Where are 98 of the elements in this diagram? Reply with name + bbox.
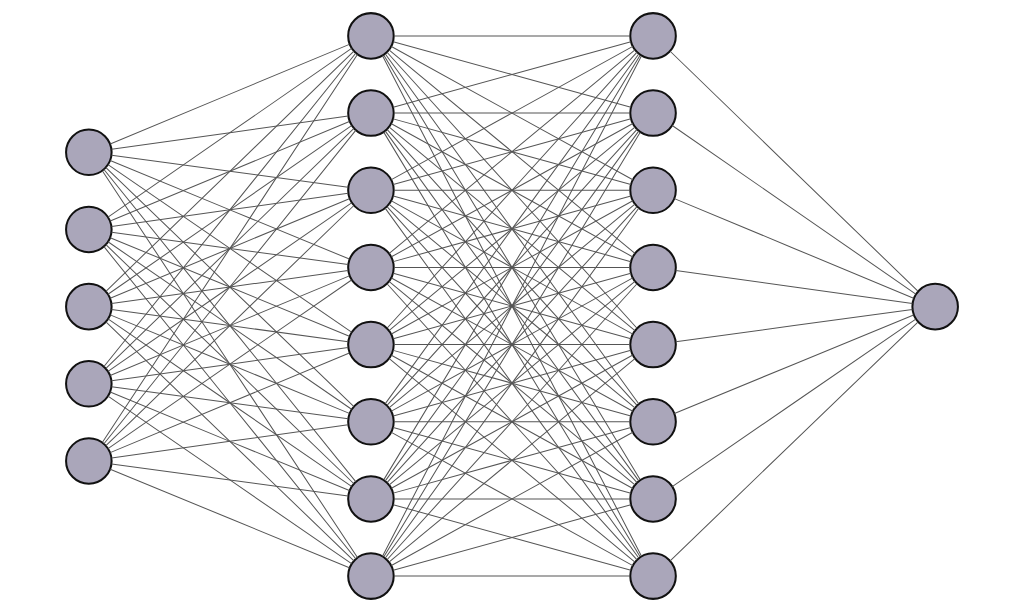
- connector: [107, 395, 353, 565]
- node-circle: [347, 166, 395, 215]
- connector: [392, 118, 632, 185]
- node-circle: [629, 475, 677, 523]
- node-circle: [347, 320, 395, 369]
- connector: [675, 309, 913, 343]
- connector: [388, 358, 636, 563]
- connector: [107, 318, 353, 487]
- connector: [103, 52, 357, 368]
- connector: [109, 352, 350, 454]
- connector: [111, 192, 349, 227]
- node-circle: [347, 243, 395, 292]
- connector: [107, 241, 353, 410]
- connector: [390, 277, 634, 412]
- connector: [671, 318, 917, 488]
- connector: [107, 125, 353, 295]
- connector: [111, 115, 349, 150]
- connector: [111, 347, 349, 382]
- connector: [109, 237, 350, 337]
- node-circle: [347, 552, 395, 600]
- node-circle: [65, 360, 113, 408]
- connector: [392, 504, 632, 571]
- connector: [390, 200, 634, 335]
- connector: [675, 269, 913, 305]
- connector: [109, 198, 350, 299]
- connector: [109, 43, 350, 145]
- node-circle: [629, 320, 677, 369]
- connector: [111, 463, 349, 497]
- connector: [393, 266, 631, 268]
- connector: [105, 50, 355, 292]
- connector: [111, 386, 349, 420]
- connector: [101, 54, 358, 443]
- node-circle: [629, 166, 677, 215]
- connector: [101, 170, 358, 559]
- connector: [384, 207, 640, 559]
- connector: [111, 424, 349, 459]
- node-circle: [65, 437, 113, 485]
- connector: [390, 354, 634, 489]
- connector: [383, 54, 641, 481]
- node-circle: [629, 552, 677, 600]
- connector: [105, 244, 355, 484]
- connector: [107, 202, 353, 372]
- connector: [103, 246, 357, 560]
- connector: [382, 55, 642, 557]
- connector: [393, 498, 631, 500]
- connector: [107, 164, 353, 333]
- connector: [393, 421, 631, 423]
- connector: [109, 121, 350, 222]
- node-circle: [65, 128, 113, 177]
- connector: [393, 112, 631, 114]
- connector: [105, 167, 355, 407]
- node-circle: [911, 282, 959, 331]
- node-circle: [65, 282, 113, 331]
- connector: [383, 131, 641, 558]
- connector: [109, 468, 350, 569]
- connector: [388, 49, 636, 254]
- node-circle: [629, 89, 677, 137]
- connector: [392, 349, 632, 417]
- connector: [393, 189, 631, 191]
- connector: [111, 269, 349, 305]
- connector: [111, 154, 349, 188]
- connector: [671, 124, 917, 295]
- connector: [111, 231, 349, 265]
- connector: [105, 128, 355, 369]
- connector: [103, 129, 357, 445]
- connector: [105, 205, 355, 447]
- connector: [392, 41, 632, 108]
- connector: [111, 309, 349, 343]
- node-circle: [65, 205, 113, 254]
- node-circle: [629, 243, 677, 292]
- node-circle: [347, 12, 395, 60]
- connector: [388, 203, 636, 409]
- connector: [107, 47, 353, 218]
- node-circle: [629, 12, 677, 60]
- node-circle: [347, 475, 395, 523]
- connector: [393, 575, 631, 577]
- connector: [109, 391, 350, 492]
- connector: [109, 160, 350, 260]
- connector: [109, 314, 350, 414]
- node-circle: [347, 89, 395, 137]
- node-circle: [347, 397, 395, 446]
- connector: [390, 123, 634, 258]
- connector: [109, 275, 350, 376]
- connector: [673, 314, 915, 414]
- connector: [392, 427, 632, 494]
- connector: [107, 279, 353, 450]
- connector: [392, 272, 632, 340]
- connector: [393, 35, 631, 37]
- connector: [105, 321, 355, 562]
- connector: [669, 321, 919, 562]
- connector: [669, 50, 919, 292]
- connector: [384, 130, 640, 482]
- connector: [393, 344, 631, 346]
- connector: [673, 198, 915, 299]
- connector: [103, 169, 357, 483]
- connector: [392, 195, 632, 263]
- node-circle: [629, 397, 677, 446]
- connector: [384, 53, 640, 405]
